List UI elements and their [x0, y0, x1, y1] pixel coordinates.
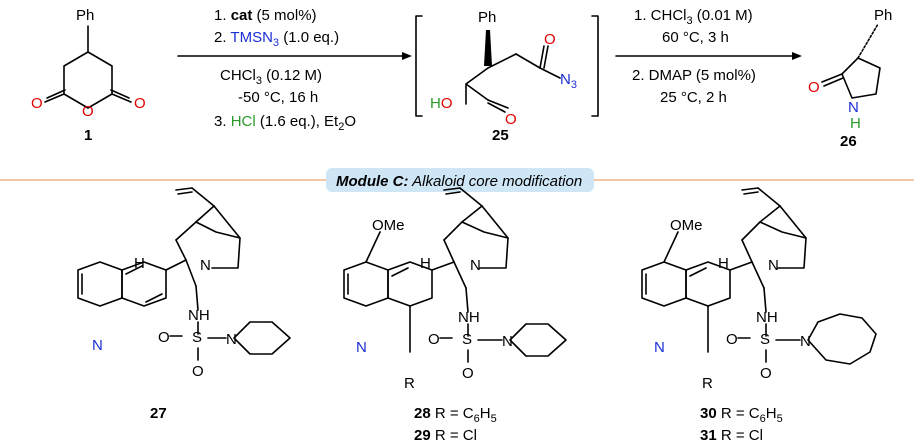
compound-25-structure: Ph O N3 HO O 25 — [415, 9, 599, 144]
nitrogen-label: N — [800, 333, 811, 350]
svg-text:2. TMSN3 (1.0 eq.): 2. TMSN3 (1.0 eq.) — [214, 29, 339, 49]
step1-conditions: 1. cat (5 mol%) 2. TMSN3 (1.0 eq.) CHCl3… — [214, 7, 356, 133]
nitrogen-label: N — [502, 333, 513, 350]
phenyl-label: Ph — [874, 7, 892, 24]
hydrogen-label: H — [420, 255, 431, 272]
svg-text:1. cat (5 mol%): 1. cat (5 mol%) — [214, 7, 317, 24]
ring-oxygen-label: O — [82, 103, 94, 120]
compound-1-structure: Ph O O O 1 — [31, 7, 146, 144]
compound-27-structure: H N N NH O S N O 27 — [77, 187, 291, 422]
hydrogen-label: H — [718, 255, 729, 272]
r-group-label: R — [702, 375, 713, 392]
svg-text:3. HCl (1.6 eq.), Et2O: 3. HCl (1.6 eq.), Et2O — [214, 113, 356, 133]
oxygen-label: O — [726, 331, 738, 348]
oxygen-label: O — [158, 329, 170, 346]
oxygen-label: O — [760, 365, 772, 382]
hydrogen-label: H — [850, 115, 861, 132]
compound-26-structure: Ph O N H 26 — [808, 7, 892, 150]
amine-label: NH — [188, 307, 210, 324]
nitrogen-label: N — [356, 339, 367, 356]
svg-text:2. DMAP (5 mol%): 2. DMAP (5 mol%) — [632, 67, 756, 84]
methoxy-label: OMe — [670, 217, 703, 234]
oxygen-label: O — [31, 95, 43, 112]
compound-number: 25 — [492, 127, 509, 144]
compound-number: 27 — [150, 405, 167, 422]
svg-text:60 °C, 3 h: 60 °C, 3 h — [662, 29, 729, 46]
oxygen-label: O — [428, 331, 440, 348]
compound-28-29-structure: OMe H N N R NH O S N O 28 R = C6H5 29 R … — [343, 187, 567, 444]
compound-number: 26 — [840, 133, 857, 150]
r-group-label: R — [404, 375, 415, 392]
svg-text:-50 °C, 16 h: -50 °C, 16 h — [238, 89, 318, 106]
nitrogen-label: N — [200, 257, 211, 274]
hydrogen-label: H — [134, 255, 145, 272]
module-label-background — [326, 168, 594, 192]
oxygen-label: O — [462, 365, 474, 382]
phenyl-label: Ph — [76, 7, 94, 24]
compound-28-caption: 28 R = C6H5 — [414, 405, 497, 425]
oxygen-label: O — [134, 95, 146, 112]
nitrogen-label: N — [654, 339, 665, 356]
sulfur-label: S — [192, 329, 202, 346]
oxygen-label: O — [544, 31, 556, 48]
nitrogen-label: N — [92, 337, 103, 354]
compound-number: 1 — [84, 127, 92, 144]
nitrogen-label: N — [470, 257, 481, 274]
phenyl-label: Ph — [478, 9, 496, 26]
reaction-arrow-1 — [177, 52, 412, 60]
step2-conditions: 1. CHCl3 (0.01 M) 60 °C, 3 h 2. DMAP (5 … — [632, 7, 756, 106]
nitrogen-label: N — [848, 99, 859, 116]
nitrogen-label: N — [226, 331, 237, 348]
compound-30-caption: 30 R = C6H5 — [700, 405, 783, 425]
amine-label: NH — [756, 309, 778, 326]
compound-29-caption: 29 R = Cl — [414, 427, 477, 444]
nitrogen-label: N — [768, 257, 779, 274]
sulfur-label: S — [462, 331, 472, 348]
svg-text:25 °C, 2 h: 25 °C, 2 h — [660, 89, 727, 106]
svg-text:CHCl3 (0.12 M): CHCl3 (0.12 M) — [220, 67, 322, 87]
oxygen-label: O — [808, 79, 820, 96]
module-label: Module C: Alkaloid core modification — [336, 173, 582, 190]
reaction-arrow-2 — [615, 52, 802, 60]
compound-30-31-structure: OMe H N N R NH O S N O 30 R = C6H5 31 R … — [641, 187, 877, 444]
oxygen-label: O — [505, 111, 517, 128]
amine-label: NH — [458, 309, 480, 326]
svg-text:1. CHCl3 (0.01 M): 1. CHCl3 (0.01 M) — [634, 7, 753, 27]
azide-label: N3 — [560, 71, 577, 91]
hydroxyl-label: HO — [430, 95, 453, 112]
sulfur-label: S — [760, 331, 770, 348]
methoxy-label: OMe — [372, 217, 405, 234]
compound-31-caption: 31 R = Cl — [700, 427, 763, 444]
oxygen-label: O — [192, 363, 204, 380]
